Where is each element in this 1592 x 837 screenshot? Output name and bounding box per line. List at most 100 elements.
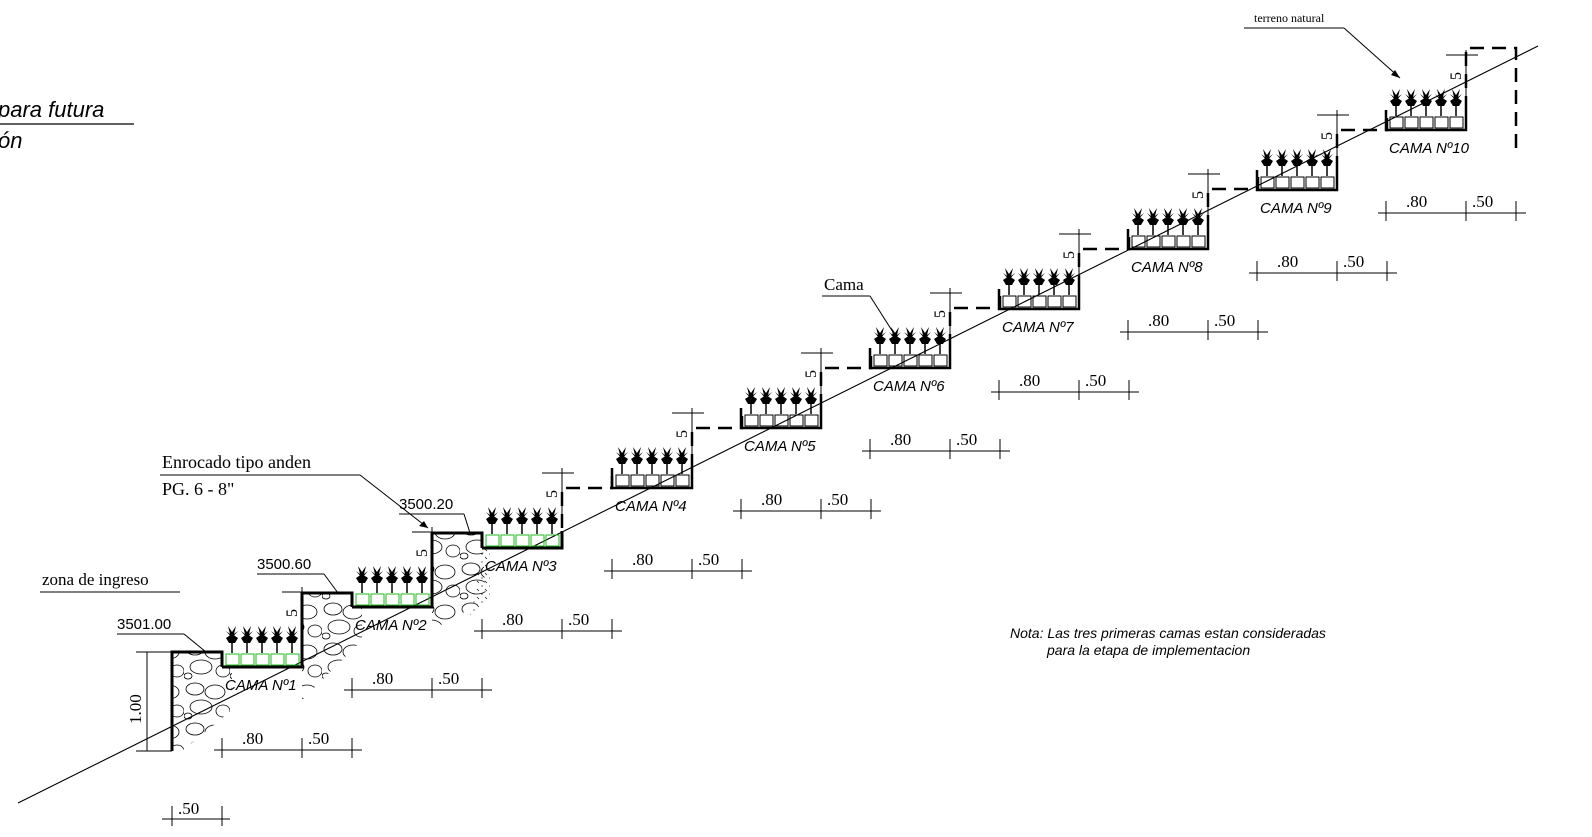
planter-cell (1062, 295, 1077, 308)
planter-cell (630, 474, 645, 487)
palm-icon (400, 565, 414, 594)
palm-icon (355, 565, 369, 594)
cama-label-4: CAMA Nº4 (615, 498, 687, 515)
cama-label-9: CAMA Nº9 (1260, 200, 1332, 217)
planter-cell (500, 534, 515, 547)
dim-label-wide: .80 (632, 550, 653, 569)
dimensions: 5 .80 .50 5 .80 .50 5 .80 .50 5 .80 .50 5 .80 .50 5 .80.… (214, 50, 1526, 758)
dim-label-wide: .80 (502, 610, 523, 629)
planter-cell (1305, 176, 1320, 189)
planter-cell (744, 414, 759, 427)
planter-cell (903, 354, 918, 367)
palm-icon (1176, 207, 1190, 236)
palm-icon (789, 386, 803, 415)
planter-cell (415, 593, 430, 606)
bottom-dim: .50 (178, 799, 199, 818)
dim-label-narrow: .50 (1085, 371, 1106, 390)
bed-outline (868, 348, 952, 370)
palm-icon (385, 565, 399, 594)
step-dim-label: 5 (1448, 72, 1465, 80)
dim-label-narrow: .50 (1472, 192, 1493, 211)
cama-label-10: CAMA Nº10 (1389, 140, 1470, 157)
dim-label-narrow: .50 (308, 729, 329, 748)
planter-cell (675, 474, 690, 487)
planter-cell (240, 653, 255, 666)
dim-label-wide: .80 (242, 729, 263, 748)
palm-icon (933, 326, 947, 355)
planter-cell (385, 593, 400, 606)
palm-icon (1290, 148, 1304, 177)
zona-ingreso-label: zona de ingreso (42, 570, 149, 589)
bed-outline (997, 289, 1081, 311)
planter-cell (285, 653, 300, 666)
planter-cell (1002, 295, 1017, 308)
planter-cell (1449, 116, 1464, 129)
dim-label-narrow: .50 (698, 550, 719, 569)
palm-icon (1419, 88, 1433, 117)
step-dim-label: 5 (284, 609, 301, 617)
dim-label-wide: .80 (761, 490, 782, 509)
palm-icon (500, 506, 514, 535)
palm-icon (545, 506, 559, 535)
palm-icon (744, 386, 758, 415)
cama-label: Cama (824, 275, 864, 294)
dim-label-wide: .80 (1148, 311, 1169, 330)
planter-cell (1176, 235, 1191, 248)
planter-cell (774, 414, 789, 427)
bed-outline (1126, 229, 1210, 251)
palm-icon (1305, 148, 1319, 177)
enrocado-label-2: PG. 6 - 8" (162, 479, 234, 499)
planter-cell (645, 474, 660, 487)
planter-cell (1131, 235, 1146, 248)
planter-cell (1434, 116, 1449, 129)
planter-cell (1389, 116, 1404, 129)
planter-cell (789, 414, 804, 427)
dim-label-wide: .80 (1019, 371, 1040, 390)
cama-label-1: CAMA Nº1 (225, 677, 297, 694)
dim-label-narrow: .50 (1343, 252, 1364, 271)
planter-cell (1275, 176, 1290, 189)
planter-cell (545, 534, 560, 547)
note-line2: para la etapa de implementacion (1046, 642, 1250, 658)
planter-cell (530, 534, 545, 547)
elevation-1: 3501.00 (117, 616, 171, 633)
dim-label-wide: .80 (372, 669, 393, 688)
palm-icon (240, 625, 254, 654)
planter-cell (1320, 176, 1335, 189)
dim-label-wide: .80 (1277, 252, 1298, 271)
plants (225, 88, 1463, 654)
palm-icon (1449, 88, 1463, 117)
palm-icon (515, 506, 529, 535)
future-wall (1206, 174, 1260, 229)
planter-cell (400, 593, 415, 606)
planter-cell (660, 474, 675, 487)
planters (225, 110, 1468, 666)
bed-outline (610, 468, 694, 490)
step-dim-label: 5 (414, 549, 431, 557)
dim-label-wide: .80 (890, 430, 911, 449)
palm-icon (1260, 148, 1274, 177)
planter-cell (1260, 176, 1275, 189)
future-wall (1077, 234, 1131, 289)
palm-icon (1032, 267, 1046, 296)
step-dim-label: 5 (544, 490, 561, 498)
bed-outline (1384, 110, 1468, 132)
planter-cell (255, 653, 270, 666)
dim-label-narrow: .50 (1214, 311, 1235, 330)
palm-icon (285, 625, 299, 654)
palm-icon (485, 506, 499, 535)
planter-cell (1404, 116, 1419, 129)
palm-icon (645, 446, 659, 475)
step-dim-label: 5 (1190, 191, 1207, 199)
palm-icon (270, 625, 284, 654)
step-dim-label: 5 (1319, 132, 1336, 140)
palm-icon (1146, 207, 1160, 236)
dim-label-narrow: .50 (956, 430, 977, 449)
planter-cell (485, 534, 500, 547)
planter-cell (873, 354, 888, 367)
palm-icon (370, 565, 384, 594)
step-dim-label: 5 (932, 310, 949, 318)
palm-icon (888, 326, 902, 355)
palm-icon (774, 386, 788, 415)
